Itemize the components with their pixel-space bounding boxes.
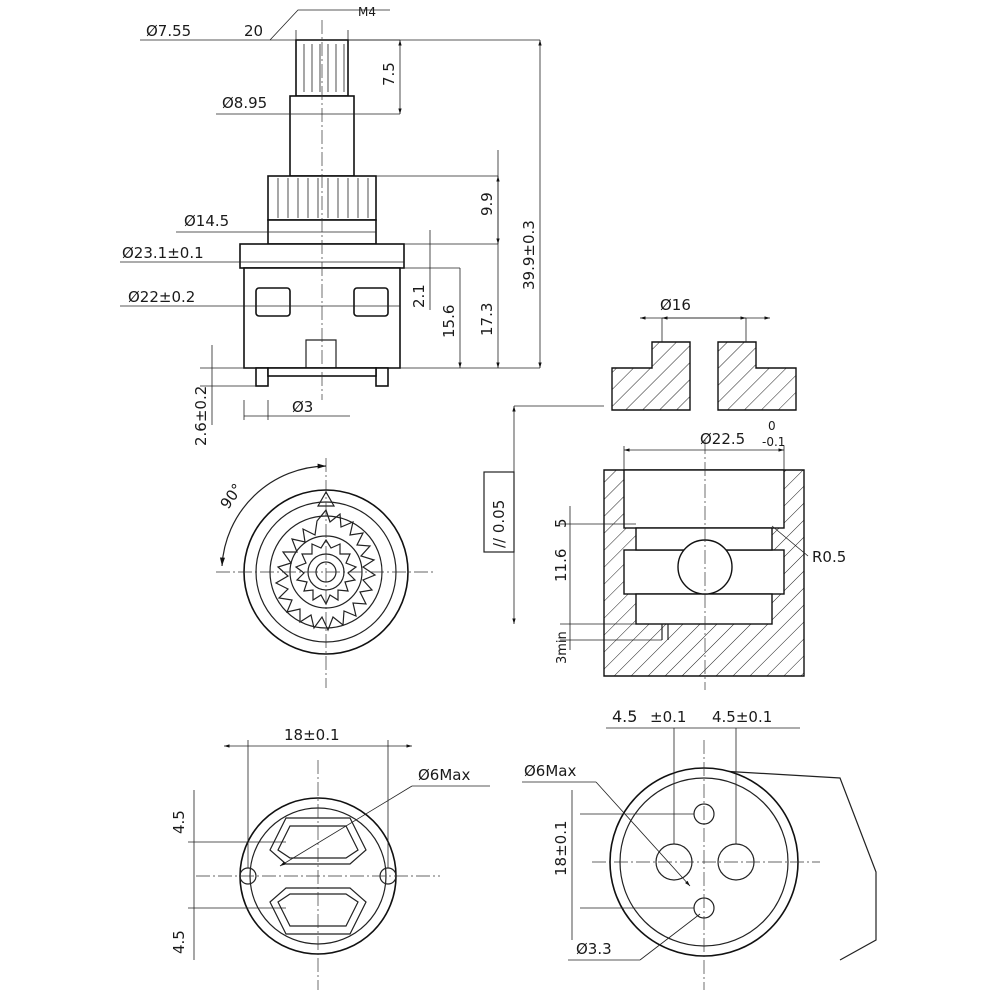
label-d755: Ø7.55 [146, 22, 191, 40]
rotation-arc [219, 463, 327, 567]
label-2-6: 2.6±0.2 [192, 386, 210, 446]
seat-view: 4.5 ±0.1 4.5±0.1 Ø6Max 18±0.1 Ø3.3 [522, 707, 877, 990]
bore-upper [623, 469, 785, 529]
label-d225: Ø22.5 [700, 430, 745, 448]
top-section-right [717, 341, 797, 411]
mounting-section: Ø16 Ø22.5 0 -0.1 // 0.05 5 11.6 [483, 296, 846, 690]
label-4-5-bot: 4.5 [170, 930, 188, 954]
parallelism-frame [483, 471, 515, 553]
label-d6-bottom: Ø6Max [418, 766, 470, 784]
label-4-5-right: 4.5±0.1 [712, 708, 772, 726]
window-right [353, 287, 389, 317]
upper-port [269, 817, 367, 865]
label-d3: Ø3 [292, 398, 313, 416]
label-d145: Ø14.5 [184, 212, 229, 230]
top-section-left [611, 341, 691, 411]
label-4-5-top: 4.5 [170, 810, 188, 834]
label-4-5-left: 4.5 [612, 707, 637, 726]
label-d231: Ø23.1±0.1 [122, 244, 204, 262]
label-tol-upper: 0 [768, 419, 776, 433]
bottom-view: 18±0.1 Ø6Max 4.5 4.5 [170, 726, 490, 990]
seat-outline [703, 769, 877, 961]
label-17-3: 17.3 [478, 303, 496, 336]
label-d6-seat: Ø6Max [524, 762, 576, 780]
label-90-deg: 90° [217, 480, 247, 512]
label-r05: R0.5 [812, 548, 846, 566]
label-d33: Ø3.3 [576, 940, 612, 958]
label-18-bottom: 18±0.1 [284, 726, 340, 744]
label-2-1: 2.1 [410, 284, 428, 308]
label-7-5: 7.5 [380, 62, 398, 86]
label-5: 5 [552, 518, 570, 528]
pin-left [255, 367, 269, 387]
bottom-notch [305, 339, 337, 368]
label-20: 20 [244, 22, 263, 40]
pin-right [375, 367, 389, 387]
top-view: 90° [216, 458, 436, 688]
label-tol-lower: -0.1 [762, 435, 785, 449]
label-3min: 3min [555, 631, 570, 664]
label-11-6: 11.6 [552, 549, 570, 582]
label-9-9: 9.9 [478, 192, 496, 216]
window-left [255, 287, 291, 317]
label-d895: Ø8.95 [222, 94, 267, 112]
label-d22: Ø22±0.2 [128, 288, 195, 306]
label-m4: M4 [358, 5, 376, 19]
label-parallel: // 0.05 [490, 500, 508, 548]
label-39-9: 39.9±0.3 [520, 220, 538, 290]
label-18-seat: 18±0.1 [552, 820, 570, 876]
label-tol-01: ±0.1 [650, 708, 686, 726]
side-dimension-lines [120, 9, 542, 425]
label-15-6: 15.6 [440, 305, 458, 338]
side-view: Ø7.55 20 M4 7.5 Ø8.95 9.9 39.9±0.3 Ø14.5… [120, 5, 542, 446]
lower-port [269, 887, 367, 935]
label-d16: Ø16 [660, 296, 691, 314]
